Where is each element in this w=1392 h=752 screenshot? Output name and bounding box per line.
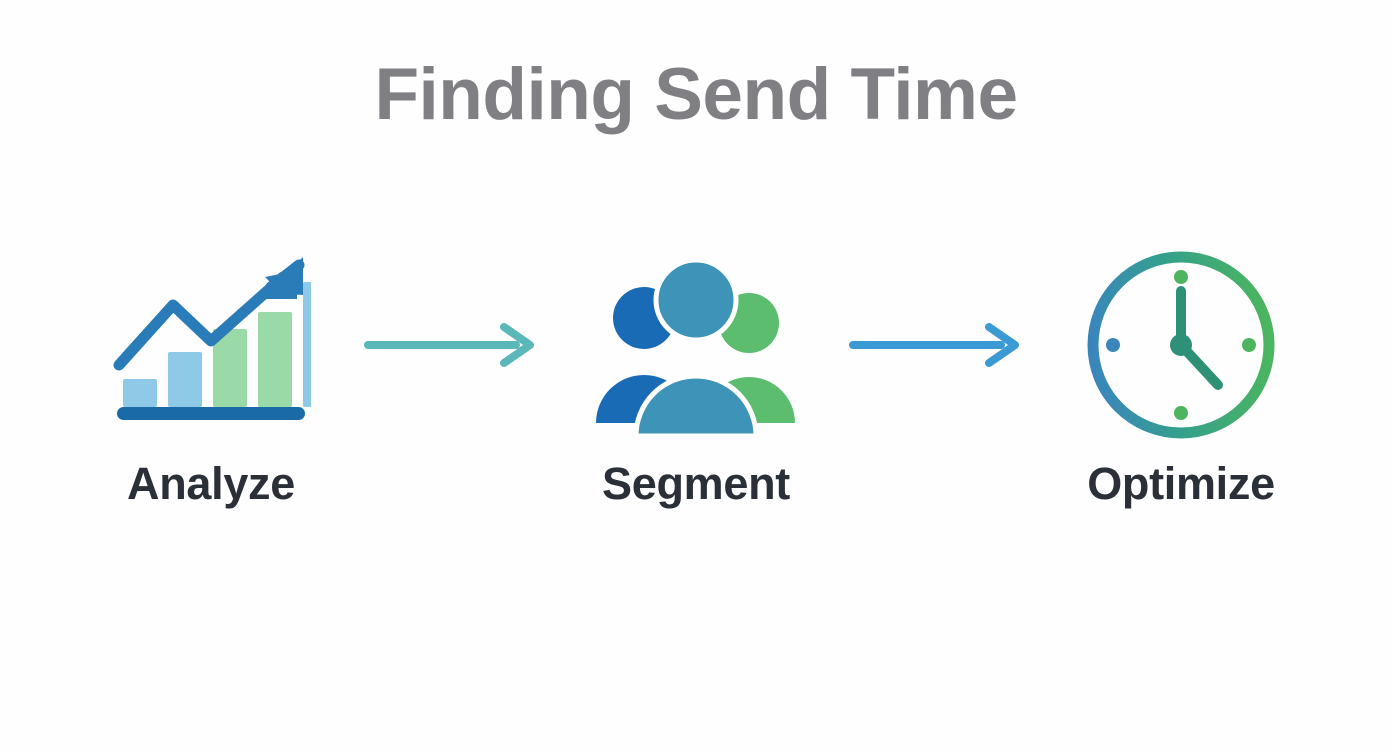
connector-segment-optimize xyxy=(839,245,1039,445)
step-optimize[interactable]: Optimize xyxy=(1066,245,1296,509)
step-label-segment: Segment xyxy=(602,458,790,509)
people-group-icon xyxy=(596,257,795,438)
arrow-head xyxy=(984,323,1019,367)
clock-ring xyxy=(1087,251,1275,439)
step-label-optimize: Optimize xyxy=(1087,458,1275,509)
chart-bar-5 xyxy=(303,281,311,407)
clock-dot-9 xyxy=(1106,338,1120,352)
clock-center-pin xyxy=(1170,334,1192,356)
trend-arrow-wing xyxy=(266,256,303,295)
step-analyze[interactable]: Analyze xyxy=(96,245,326,509)
person-center-icon xyxy=(633,257,759,438)
arrow-right-icon xyxy=(363,323,534,367)
arrow-right-icon xyxy=(848,323,1019,367)
clock-dot-12 xyxy=(1174,270,1188,284)
segment-icon-wrap xyxy=(586,245,806,445)
step-label-analyze: Analyze xyxy=(127,458,295,509)
chart-baseline xyxy=(117,406,305,420)
optimize-icon-wrap xyxy=(1081,245,1281,445)
clock-icon xyxy=(1087,251,1275,439)
chart-bar-3 xyxy=(213,328,247,407)
trend-line xyxy=(113,271,289,370)
chart-bar-4 xyxy=(258,311,292,407)
arrow-head xyxy=(499,323,534,367)
clock-dot-3 xyxy=(1242,338,1256,352)
clock-dot-6 xyxy=(1174,406,1188,420)
chart-bar-2 xyxy=(168,351,202,407)
page-title: Finding Send Time xyxy=(374,54,1018,135)
connector-analyze-segment xyxy=(354,245,554,445)
analyze-icon-wrap xyxy=(111,245,311,445)
step-segment[interactable]: Segment xyxy=(581,245,811,509)
process-flow: Analyze xyxy=(96,245,1296,545)
chart-bar-1 xyxy=(123,378,157,407)
bar-chart-growth-icon xyxy=(113,256,311,420)
